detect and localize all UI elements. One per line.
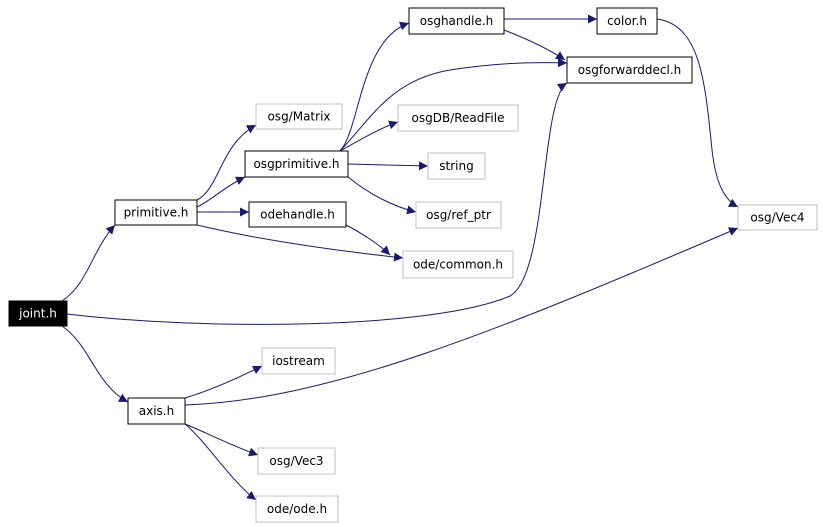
edge-osghandle-to-osgfwd xyxy=(503,29,566,61)
node-box xyxy=(402,250,514,279)
node-box xyxy=(255,495,339,523)
edge-joint-to-osgfwd xyxy=(66,82,568,325)
node-label: ode/ode.h xyxy=(267,502,327,516)
node-label: string xyxy=(439,159,473,173)
node-label: osgDB/ReadFile xyxy=(412,111,505,125)
node-label: iostream xyxy=(272,354,325,368)
node-box xyxy=(127,397,186,425)
node-axis[interactable]: axis.h xyxy=(127,397,186,425)
node-box xyxy=(114,199,198,226)
edge-primitive-to-osgprim xyxy=(196,176,246,208)
edge-osgprim-to-osgfwd xyxy=(339,58,568,152)
node-box xyxy=(257,447,336,475)
node-color[interactable]: color.h xyxy=(596,7,658,35)
node-box xyxy=(415,201,502,229)
node-osgdb: osgDB/ReadFile xyxy=(397,104,519,132)
node-box xyxy=(566,56,693,84)
node-label: axis.h xyxy=(139,404,174,418)
node-box xyxy=(255,103,343,130)
node-odecommon: ode/common.h xyxy=(402,250,514,279)
node-label: color.h xyxy=(607,14,647,28)
node-osgprim[interactable]: osgprimitive.h xyxy=(244,150,349,178)
nodes-layer: joint.h primitive.h axis.h osgprimitive.h od… xyxy=(8,7,818,523)
node-odeode: ode/ode.h xyxy=(255,495,339,523)
node-label: osgprimitive.h xyxy=(253,157,339,171)
node-label: osg/ref_ptr xyxy=(426,208,491,222)
node-label: osg/Matrix xyxy=(267,110,330,124)
node-label: osgforwarddecl.h xyxy=(578,63,682,77)
edge-color-to-vec4 xyxy=(656,18,739,208)
node-osgfwd[interactable]: osgforwarddecl.h xyxy=(566,56,693,84)
node-box xyxy=(248,201,347,228)
edge-joint-to-primitive xyxy=(61,224,116,302)
node-iostream: iostream xyxy=(261,347,336,375)
edge-odehandle-to-odecommon xyxy=(345,224,391,256)
node-label: osg/Vec3 xyxy=(269,454,323,468)
node-refptr: osg/ref_ptr xyxy=(415,201,502,229)
edge-axis-to-vec3 xyxy=(184,423,259,457)
edges-layer xyxy=(61,14,739,501)
edge-axis-to-vec4 xyxy=(184,227,739,406)
node-joint[interactable]: joint.h xyxy=(8,300,68,327)
node-label: joint.h xyxy=(18,307,57,321)
node-odehandle[interactable]: odehandle.h xyxy=(248,201,347,228)
node-primitive[interactable]: primitive.h xyxy=(114,199,198,226)
node-box xyxy=(427,152,486,180)
node-label: osghandle.h xyxy=(420,14,494,28)
node-box xyxy=(261,347,336,375)
node-label: odehandle.h xyxy=(260,208,335,222)
edge-osgprim-to-osgdb xyxy=(339,120,399,152)
node-box xyxy=(408,7,505,35)
edge-osgprim-to-refptr xyxy=(347,176,417,215)
node-box xyxy=(596,7,658,35)
edge-osgprim-to-string xyxy=(347,161,429,171)
node-box xyxy=(737,204,818,231)
edge-primitive-to-odecommon xyxy=(196,224,404,262)
edge-osgprim-to-osghandle xyxy=(339,21,410,152)
node-label: primitive.h xyxy=(124,206,189,220)
edge-axis-to-odeode xyxy=(184,423,257,501)
node-vec3: osg/Vec3 xyxy=(257,447,336,475)
edge-axis-to-iostream xyxy=(184,365,263,399)
node-string: string xyxy=(427,152,486,180)
edge-primitive-to-osgmatrix xyxy=(196,124,257,201)
node-box xyxy=(244,150,349,178)
node-osghandle[interactable]: osghandle.h xyxy=(408,7,505,35)
edge-joint-to-axis xyxy=(61,325,129,403)
node-box xyxy=(8,300,68,327)
node-label: osg/Vec4 xyxy=(750,211,804,225)
node-vec4: osg/Vec4 xyxy=(737,204,818,231)
node-label: ode/common.h xyxy=(413,258,503,272)
node-osgmatrix: osg/Matrix xyxy=(255,103,343,130)
node-box xyxy=(397,104,519,132)
